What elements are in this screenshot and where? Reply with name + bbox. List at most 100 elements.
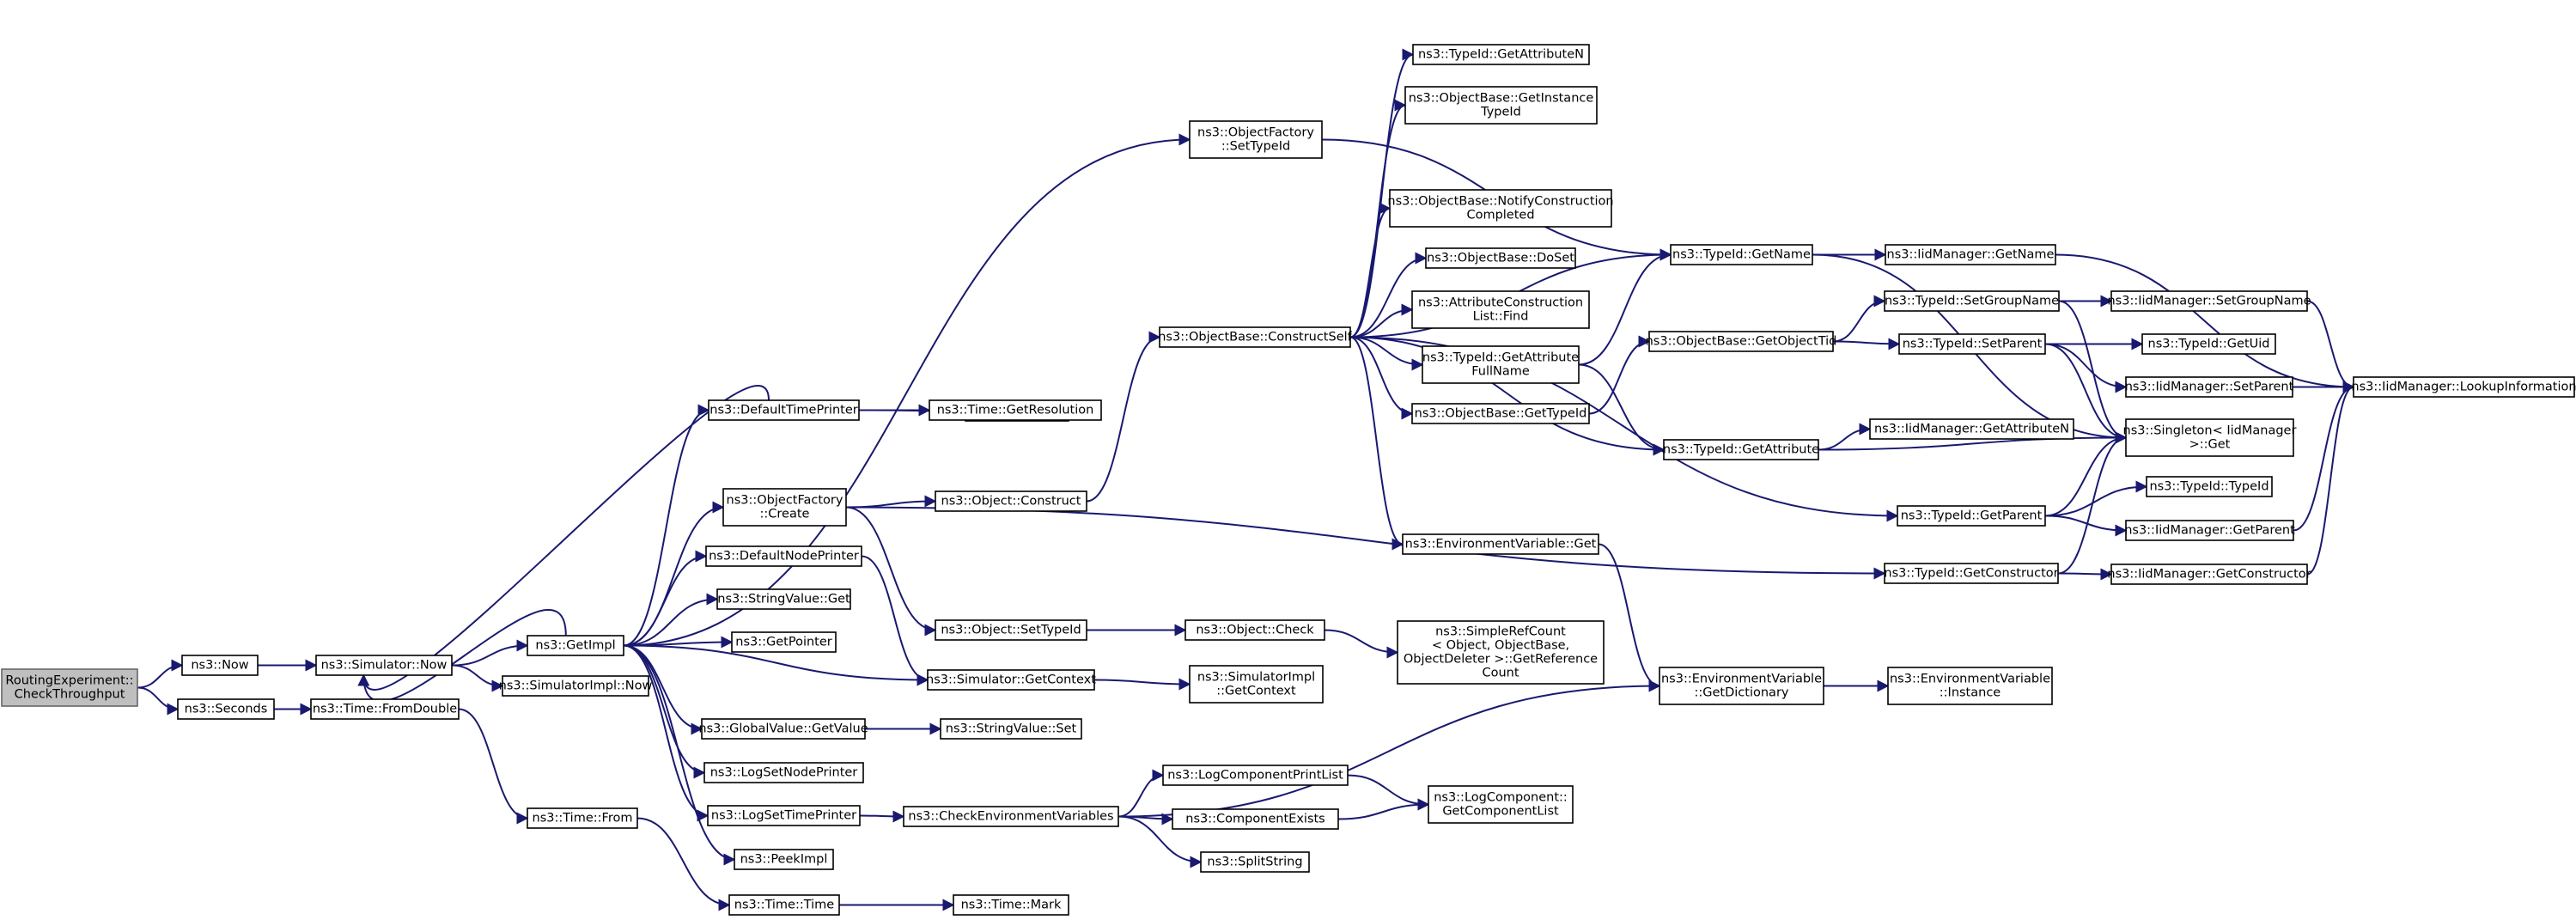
function-node-iid-getname[interactable]: ns3::IidManager::GetName bbox=[1885, 244, 2056, 265]
function-node-tid-typeid[interactable]: ns3::TypeId::TypeId bbox=[2146, 476, 2273, 497]
node-label: ns3::EnvironmentVariable::Get bbox=[1405, 538, 1597, 551]
function-node-tid-getattrn[interactable]: ns3::TypeId::GetAttributeN bbox=[1412, 44, 1590, 65]
node-box bbox=[310, 698, 460, 720]
function-node-getpointer[interactable]: ns3::GetPointer bbox=[731, 631, 837, 653]
node-box bbox=[1184, 619, 1325, 641]
call-edge bbox=[1588, 335, 1651, 415]
function-node-obj-check[interactable]: ns3::Object::Check bbox=[1184, 619, 1325, 641]
function-node-tid-getconstructor[interactable]: ns3::TypeId::GetConstructor bbox=[1884, 563, 2059, 584]
function-node-ob-gettypeid[interactable]: ns3::ObjectBase::GetTypeId bbox=[1411, 403, 1590, 424]
call-edge bbox=[623, 644, 706, 779]
function-node-sim-getcontext[interactable]: ns3::Simulator::GetContext bbox=[926, 669, 1096, 691]
function-node-obj-settypeid[interactable]: ns3::Object::SetTypeId bbox=[935, 619, 1087, 641]
function-node-sv-get[interactable]: ns3::StringValue::Get bbox=[716, 588, 851, 610]
node-box bbox=[1411, 290, 1590, 329]
call-edge bbox=[1086, 331, 1161, 503]
call-edge bbox=[1349, 202, 1392, 338]
function-node-tid-setparent[interactable]: ns3::TypeId::SetParent bbox=[1898, 333, 2046, 355]
node-box bbox=[315, 655, 453, 676]
root-function-node[interactable]: RoutingExperiment::CheckThroughput bbox=[1, 668, 138, 707]
node-box bbox=[2110, 290, 2308, 312]
function-node-envvar-instance[interactable]: ns3::EnvironmentVariable::Instance bbox=[1887, 667, 2053, 705]
function-node-dnp[interactable]: ns3::DefaultNodePrinter bbox=[705, 545, 862, 567]
function-node-tid-getname[interactable]: ns3::TypeId::GetName bbox=[1670, 244, 1813, 265]
function-node-ob-constructself[interactable]: ns3::ObjectBase::ConstructSelf bbox=[1158, 326, 1353, 348]
function-node-peekimpl[interactable]: ns3::PeekImpl bbox=[734, 849, 834, 870]
function-node-checkenv[interactable]: ns3::CheckEnvironmentVariables bbox=[903, 806, 1119, 827]
function-node-logsettime[interactable]: ns3::LogSetTimePrinter bbox=[707, 805, 861, 826]
function-node-logcomp-getlist[interactable]: ns3::LogComponent::GetComponentList bbox=[1428, 785, 1574, 824]
function-node-logsetnode[interactable]: ns3::LogSetNodePrinter bbox=[703, 762, 864, 783]
function-node-time-time[interactable]: ns3::Time::Time bbox=[728, 894, 840, 916]
node-box bbox=[722, 488, 847, 527]
function-node-iid-getparent[interactable]: ns3::IidManager::GetParent bbox=[2124, 520, 2295, 541]
function-node-tid-getattribute[interactable]: ns3::TypeId::GetAttribute bbox=[1663, 439, 1819, 460]
node-label: ns3::IidManager::GetAttributeN bbox=[1874, 423, 2069, 436]
node-label: ns3::ObjectBase::ConstructSelf bbox=[1158, 331, 1352, 344]
call-edge bbox=[458, 708, 529, 825]
call-edge bbox=[357, 385, 770, 691]
function-node-ob-getobjecttid[interactable]: ns3::ObjectBase::GetObjectTid bbox=[1646, 331, 1837, 352]
function-node-tid-getuid[interactable]: ns3::TypeId::GetUid bbox=[2141, 333, 2276, 355]
node-box bbox=[701, 718, 866, 740]
function-node-envvar-get[interactable]: ns3::EnvironmentVariable::Get bbox=[1402, 533, 1599, 555]
node-label: ns3::CheckEnvironmentVariables bbox=[908, 810, 1113, 824]
node-box bbox=[707, 805, 861, 826]
node-label: ns3::LogSetNodePrinter bbox=[710, 766, 858, 780]
function-node-splitstring[interactable]: ns3::SplitString bbox=[1200, 851, 1310, 873]
node-label: ns3::Time::Time bbox=[734, 899, 835, 912]
function-node-of-create[interactable]: ns3::ObjectFactory::Create bbox=[722, 488, 847, 527]
node-box bbox=[903, 806, 1119, 827]
function-node-sim-now[interactable]: ns3::Simulator::Now bbox=[315, 655, 453, 676]
function-node-getimpl[interactable]: ns3::GetImpl bbox=[527, 635, 624, 656]
node-box bbox=[2146, 476, 2273, 497]
node-box bbox=[1402, 533, 1599, 555]
function-node-dtp[interactable]: ns3::DefaultTimePrinter bbox=[708, 399, 860, 421]
call-edge bbox=[859, 810, 905, 823]
function-node-time-mark[interactable]: ns3::Time::Mark bbox=[953, 894, 1069, 916]
function-node-time-getres[interactable]: ns3::Time::GetResolution bbox=[929, 399, 1102, 421]
function-node-seconds[interactable]: ns3::Seconds bbox=[177, 698, 275, 720]
function-node-gv-getvalue[interactable]: ns3::GlobalValue::GetValue bbox=[698, 718, 868, 740]
call-edge bbox=[623, 133, 1191, 647]
function-node-sv-set[interactable]: ns3::StringValue::Set bbox=[940, 718, 1082, 740]
node-label: ns3::SplitString bbox=[1207, 856, 1302, 869]
function-node-iid-lookup[interactable]: ns3::IidManager::LookupInformation bbox=[2351, 376, 2576, 398]
call-edge bbox=[845, 506, 1886, 580]
function-node-envvar-getdict[interactable]: ns3::EnvironmentVariable::GetDictionary bbox=[1659, 667, 1824, 705]
node-label: ns3::StringValue::Set bbox=[946, 722, 1077, 736]
node-label: ns3::IidManager::GetParent bbox=[2124, 524, 2295, 538]
function-node-fromdouble[interactable]: ns3::Time::FromDouble bbox=[310, 698, 460, 720]
function-node-logcompprintlist[interactable]: ns3::LogComponentPrintList bbox=[1162, 765, 1349, 786]
function-node-ob-notify[interactable]: ns3::ObjectBase::NotifyConstructionCompl… bbox=[1387, 189, 1614, 228]
function-node-iid-getattrn[interactable]: ns3::IidManager::GetAttributeN bbox=[1869, 418, 2074, 440]
function-node-singleton-get[interactable]: ns3::Singleton< IidManager >::Get bbox=[2123, 418, 2297, 457]
function-node-tid-setgroupname[interactable]: ns3::TypeId::SetGroupName bbox=[1884, 290, 2060, 312]
function-node-iid-setgroupname[interactable]: ns3::IidManager::SetGroupName bbox=[2107, 290, 2311, 312]
node-label: ns3::LogSetTimePrinter bbox=[711, 809, 856, 823]
function-node-obj-construct[interactable]: ns3::Object::Construct bbox=[935, 490, 1087, 512]
function-node-iid-setparent[interactable]: ns3::IidManager::SetParent bbox=[2125, 376, 2294, 398]
function-node-compexists[interactable]: ns3::ComponentExists bbox=[1172, 808, 1339, 830]
function-node-srcount[interactable]: ns3::SimpleRefCount< Object, ObjectBase,… bbox=[1397, 620, 1605, 685]
function-node-time-from[interactable]: ns3::Time::From bbox=[527, 807, 638, 829]
call-edge bbox=[2057, 431, 2128, 575]
function-node-simimpl-getcontext[interactable]: ns3::SimulatorImpl::GetContext bbox=[1189, 665, 1324, 704]
node-label: ns3::DefaultNodePrinter bbox=[709, 550, 859, 564]
node-box bbox=[734, 849, 834, 870]
call-edge bbox=[1349, 336, 1414, 420]
function-node-of-settypeid[interactable]: ns3::ObjectFactory::SetTypeId bbox=[1189, 120, 1323, 159]
function-node-simimpl-now[interactable]: ns3::SimulatorImpl::Now bbox=[499, 675, 653, 697]
function-node-tid-getparent[interactable]: ns3::TypeId::GetParent bbox=[1897, 505, 2046, 527]
function-node-ob-doset[interactable]: ns3::ObjectBase::DoSet bbox=[1425, 247, 1576, 269]
node-box bbox=[703, 762, 864, 783]
node-label: ns3::ObjectFactory bbox=[1197, 126, 1314, 140]
function-node-iid-getconstructor[interactable]: ns3::IidManager::GetConstructor bbox=[2107, 564, 2311, 585]
function-node-now[interactable]: ns3::Now bbox=[181, 655, 259, 676]
call-edge bbox=[1347, 774, 1430, 811]
node-label: ns3::EnvironmentVariable bbox=[1661, 673, 1822, 686]
node-box bbox=[1159, 326, 1351, 348]
